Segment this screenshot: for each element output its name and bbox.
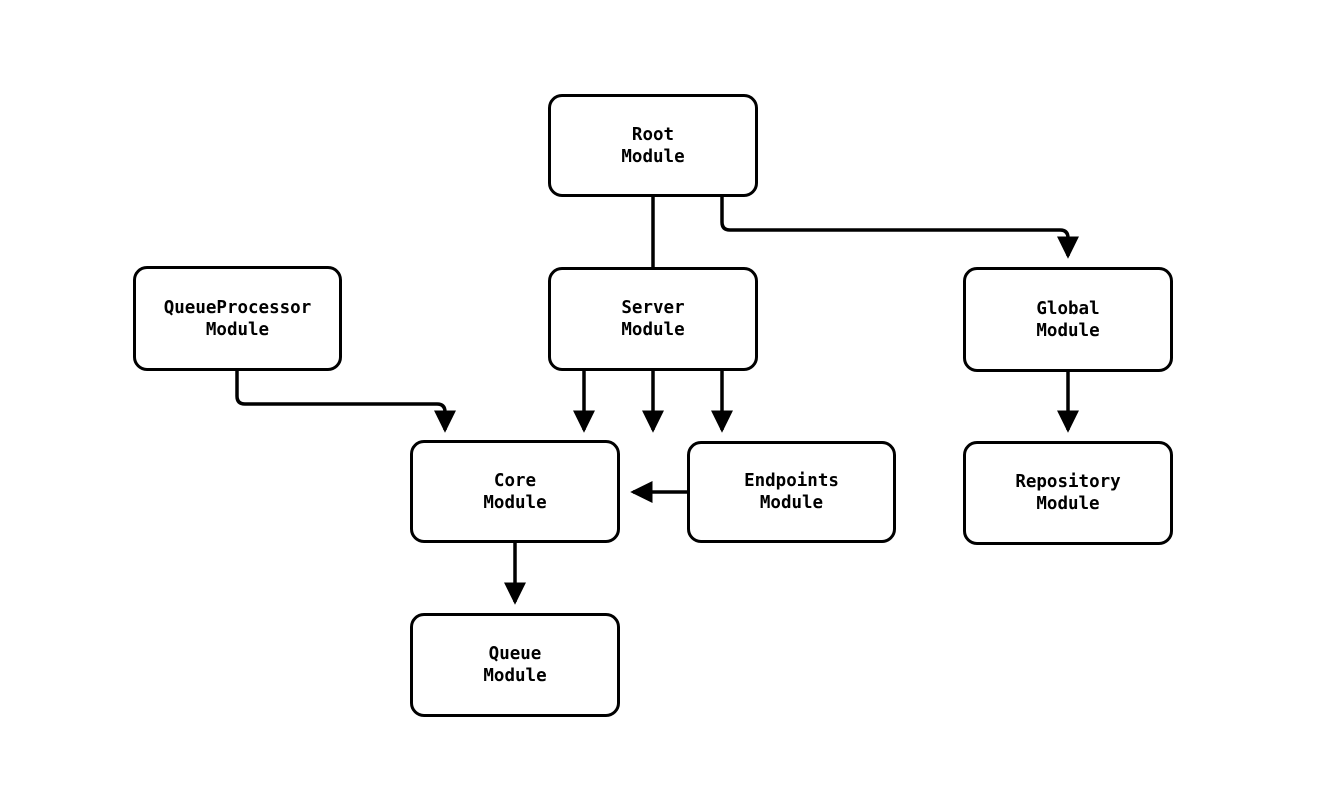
- node-server-module-label: Server Module: [621, 298, 685, 340]
- node-global-module[interactable]: Global Module: [963, 267, 1173, 372]
- node-global-module-label: Global Module: [1036, 298, 1100, 341]
- node-root-module-label: Root Module: [621, 124, 685, 167]
- node-endpoints-module[interactable]: Endpoints Module: [687, 441, 896, 543]
- node-queueprocessor-module-label: QueueProcessor Module: [163, 297, 312, 340]
- node-queueprocessor-module[interactable]: QueueProcessor Module: [133, 266, 342, 371]
- node-queue-module-label: Queue Module: [483, 644, 547, 686]
- node-repository-module[interactable]: Repository Module: [963, 441, 1173, 545]
- node-root-module[interactable]: Root Module: [548, 94, 758, 197]
- edge-root-to-global: [720, 197, 1080, 259]
- node-core-module[interactable]: Core Module: [410, 440, 620, 543]
- node-core-module-label: Core Module: [483, 470, 547, 513]
- node-endpoints-module-label: Endpoints Module: [744, 471, 839, 513]
- node-server-module[interactable]: Server Module: [548, 267, 758, 371]
- node-queue-module[interactable]: Queue Module: [410, 613, 620, 717]
- edge-queueprocessor-to-core: [235, 371, 457, 433]
- node-repository-module-label: Repository Module: [1015, 472, 1121, 514]
